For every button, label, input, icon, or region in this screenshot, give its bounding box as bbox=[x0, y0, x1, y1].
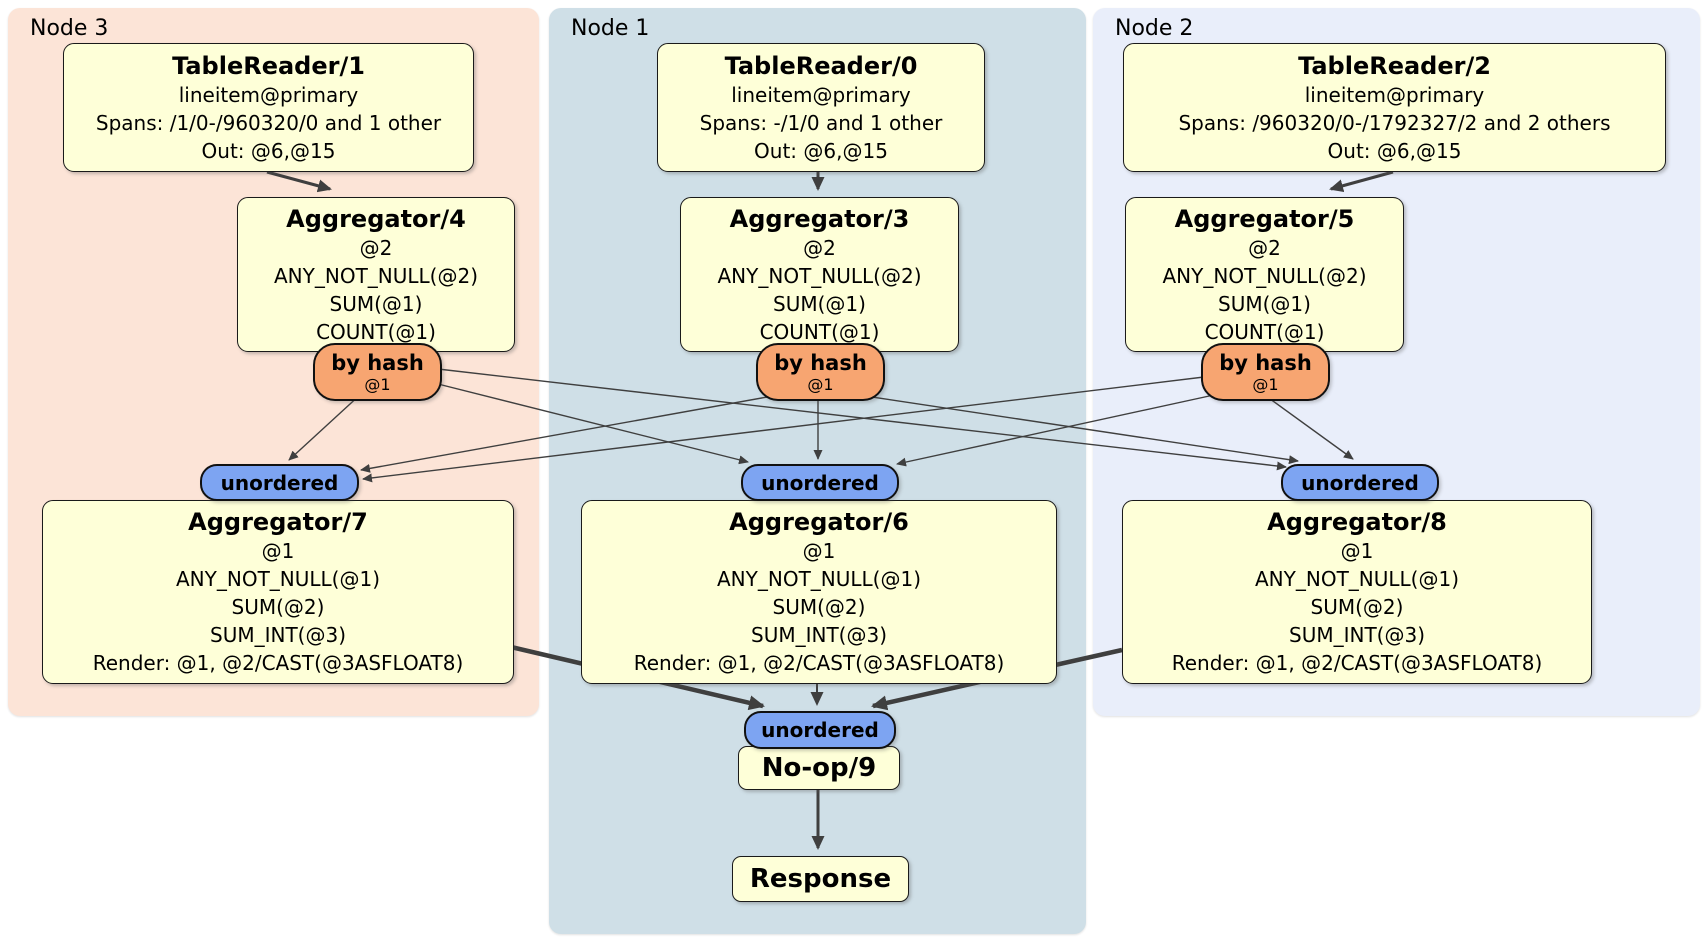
by-hash-router-agg5: by hash @1 bbox=[1201, 343, 1330, 401]
tablereader-2-title: TableReader/2 bbox=[1298, 51, 1491, 80]
aggregator-8-title: Aggregator/8 bbox=[1267, 508, 1447, 536]
response-title: Response bbox=[749, 864, 892, 894]
edge-hash4-sync6 bbox=[433, 382, 749, 465]
aggregator-5-fn3: COUNT(@1) bbox=[1204, 319, 1325, 344]
aggregator-5-title: Aggregator/5 bbox=[1174, 204, 1355, 233]
aggregator-5-box: Aggregator/5 @2 ANY_NOT_NULL(@2) SUM(@1)… bbox=[1125, 197, 1404, 352]
aggregator-6-render: Render: @1, @2/CAST(@3ASFLOAT8) bbox=[633, 651, 1005, 675]
tablereader-2-spans: Spans: /960320/0-/1792327/2 and 2 others bbox=[1178, 110, 1611, 135]
aggregator-4-fn2: SUM(@1) bbox=[329, 291, 423, 316]
by-hash-column: @1 bbox=[364, 374, 391, 394]
by-hash-label: by hash bbox=[1219, 350, 1312, 375]
aggregator-8-box: Aggregator/8 @1 ANY_NOT_NULL(@1) SUM(@2)… bbox=[1122, 500, 1592, 684]
edge-hash3-sync7 bbox=[360, 393, 785, 473]
tablereader-0-spans: Spans: -/1/0 and 1 other bbox=[699, 110, 943, 135]
aggregator-7-render: Render: @1, @2/CAST(@3ASFLOAT8) bbox=[92, 651, 464, 675]
aggregator-6-box: Aggregator/6 @1 ANY_NOT_NULL(@1) SUM(@2)… bbox=[581, 500, 1057, 684]
edge-hash5-sync8 bbox=[1265, 395, 1354, 460]
aggregator-3-fn3: COUNT(@1) bbox=[759, 319, 880, 344]
tablereader-2-out: Out: @6,@15 bbox=[1327, 138, 1462, 163]
node-2-label: Node 2 bbox=[1115, 16, 1194, 41]
node-1-label: Node 1 bbox=[571, 16, 650, 41]
aggregator-5-group-cols: @2 bbox=[1248, 235, 1281, 260]
aggregator-8-fn3: SUM_INT(@3) bbox=[1289, 623, 1425, 647]
edge-hash4-sync7 bbox=[288, 392, 363, 461]
aggregator-6-title: Aggregator/6 bbox=[729, 508, 909, 536]
tablereader-1-box: TableReader/1 lineitem@primary Spans: /1… bbox=[63, 43, 474, 172]
unordered-label: unordered bbox=[761, 470, 879, 495]
tablereader-1-out: Out: @6,@15 bbox=[201, 138, 336, 163]
by-hash-column: @1 bbox=[807, 374, 834, 394]
tablereader-2-index: lineitem@primary bbox=[1304, 82, 1485, 107]
aggregator-7-group-cols: @1 bbox=[261, 539, 295, 563]
aggregator-3-group-cols: @2 bbox=[803, 235, 836, 260]
unordered-sync-agg7: unordered bbox=[200, 464, 359, 501]
unordered-label: unordered bbox=[220, 470, 339, 495]
tablereader-1-title: TableReader/1 bbox=[172, 51, 365, 80]
unordered-sync-agg8: unordered bbox=[1281, 464, 1439, 501]
aggregator-4-title: Aggregator/4 bbox=[286, 204, 466, 233]
unordered-sync-noop: unordered bbox=[744, 711, 896, 749]
aggregator-4-fn3: COUNT(@1) bbox=[316, 319, 436, 344]
aggregator-6-fn2: SUM(@2) bbox=[772, 595, 866, 619]
aggregator-8-render: Render: @1, @2/CAST(@3ASFLOAT8) bbox=[1171, 651, 1543, 675]
edge-hash3-sync8 bbox=[851, 393, 1299, 465]
tablereader-0-index: lineitem@primary bbox=[731, 82, 911, 107]
edge-tr2-agg5 bbox=[1329, 170, 1394, 193]
aggregator-3-fn1: ANY_NOT_NULL(@2) bbox=[717, 263, 922, 288]
by-hash-router-agg4: by hash @1 bbox=[313, 343, 442, 401]
aggregator-7-fn2: SUM(@2) bbox=[231, 595, 325, 619]
aggregator-4-fn1: ANY_NOT_NULL(@2) bbox=[274, 263, 478, 288]
response-box: Response bbox=[732, 856, 909, 902]
aggregator-4-box: Aggregator/4 @2 ANY_NOT_NULL(@2) SUM(@1)… bbox=[237, 197, 515, 352]
aggregator-4-group-cols: @2 bbox=[359, 235, 393, 260]
by-hash-column: @1 bbox=[1252, 374, 1279, 394]
aggregator-8-group-cols: @1 bbox=[1340, 539, 1374, 563]
unordered-sync-agg6: unordered bbox=[741, 464, 899, 501]
aggregator-3-title: Aggregator/3 bbox=[729, 204, 910, 233]
noop-9-title: No-op/9 bbox=[761, 753, 877, 783]
aggregator-6-fn3: SUM_INT(@3) bbox=[751, 623, 887, 647]
tablereader-0-title: TableReader/0 bbox=[724, 51, 918, 80]
unordered-label: unordered bbox=[761, 718, 879, 742]
tablereader-0-out: Out: @6,@15 bbox=[754, 138, 888, 163]
aggregator-7-box: Aggregator/7 @1 ANY_NOT_NULL(@1) SUM(@2)… bbox=[42, 500, 514, 684]
tablereader-1-spans: Spans: /1/0-/960320/0 and 1 other bbox=[95, 110, 442, 135]
aggregator-5-fn1: ANY_NOT_NULL(@2) bbox=[1162, 263, 1367, 288]
aggregator-3-fn2: SUM(@1) bbox=[773, 291, 866, 316]
unordered-label: unordered bbox=[1301, 470, 1419, 495]
tablereader-0-box: TableReader/0 lineitem@primary Spans: -/… bbox=[657, 43, 985, 172]
edge-hash5-sync7 bbox=[362, 376, 1205, 483]
aggregator-7-fn3: SUM_INT(@3) bbox=[210, 623, 346, 647]
aggregator-3-box: Aggregator/3 @2 ANY_NOT_NULL(@2) SUM(@1)… bbox=[680, 197, 959, 352]
tablereader-1-index: lineitem@primary bbox=[178, 82, 359, 107]
aggregator-6-group-cols: @1 bbox=[802, 539, 836, 563]
aggregator-7-fn1: ANY_NOT_NULL(@1) bbox=[176, 567, 380, 591]
aggregator-8-fn1: ANY_NOT_NULL(@1) bbox=[1255, 567, 1459, 591]
tablereader-2-box: TableReader/2 lineitem@primary Spans: /9… bbox=[1123, 43, 1666, 172]
by-hash-label: by hash bbox=[774, 350, 867, 375]
node-3-label: Node 3 bbox=[30, 16, 109, 41]
aggregator-8-fn2: SUM(@2) bbox=[1310, 595, 1404, 619]
aggregator-6-fn1: ANY_NOT_NULL(@1) bbox=[717, 567, 921, 591]
edge-hash5-sync6 bbox=[896, 392, 1224, 467]
aggregator-5-fn2: SUM(@1) bbox=[1218, 291, 1311, 316]
by-hash-label: by hash bbox=[331, 350, 424, 375]
aggregator-7-title: Aggregator/7 bbox=[188, 508, 368, 536]
by-hash-router-agg3: by hash @1 bbox=[756, 343, 885, 401]
edge-tr1-agg4 bbox=[266, 170, 332, 193]
noop-9-box: No-op/9 bbox=[738, 746, 900, 790]
